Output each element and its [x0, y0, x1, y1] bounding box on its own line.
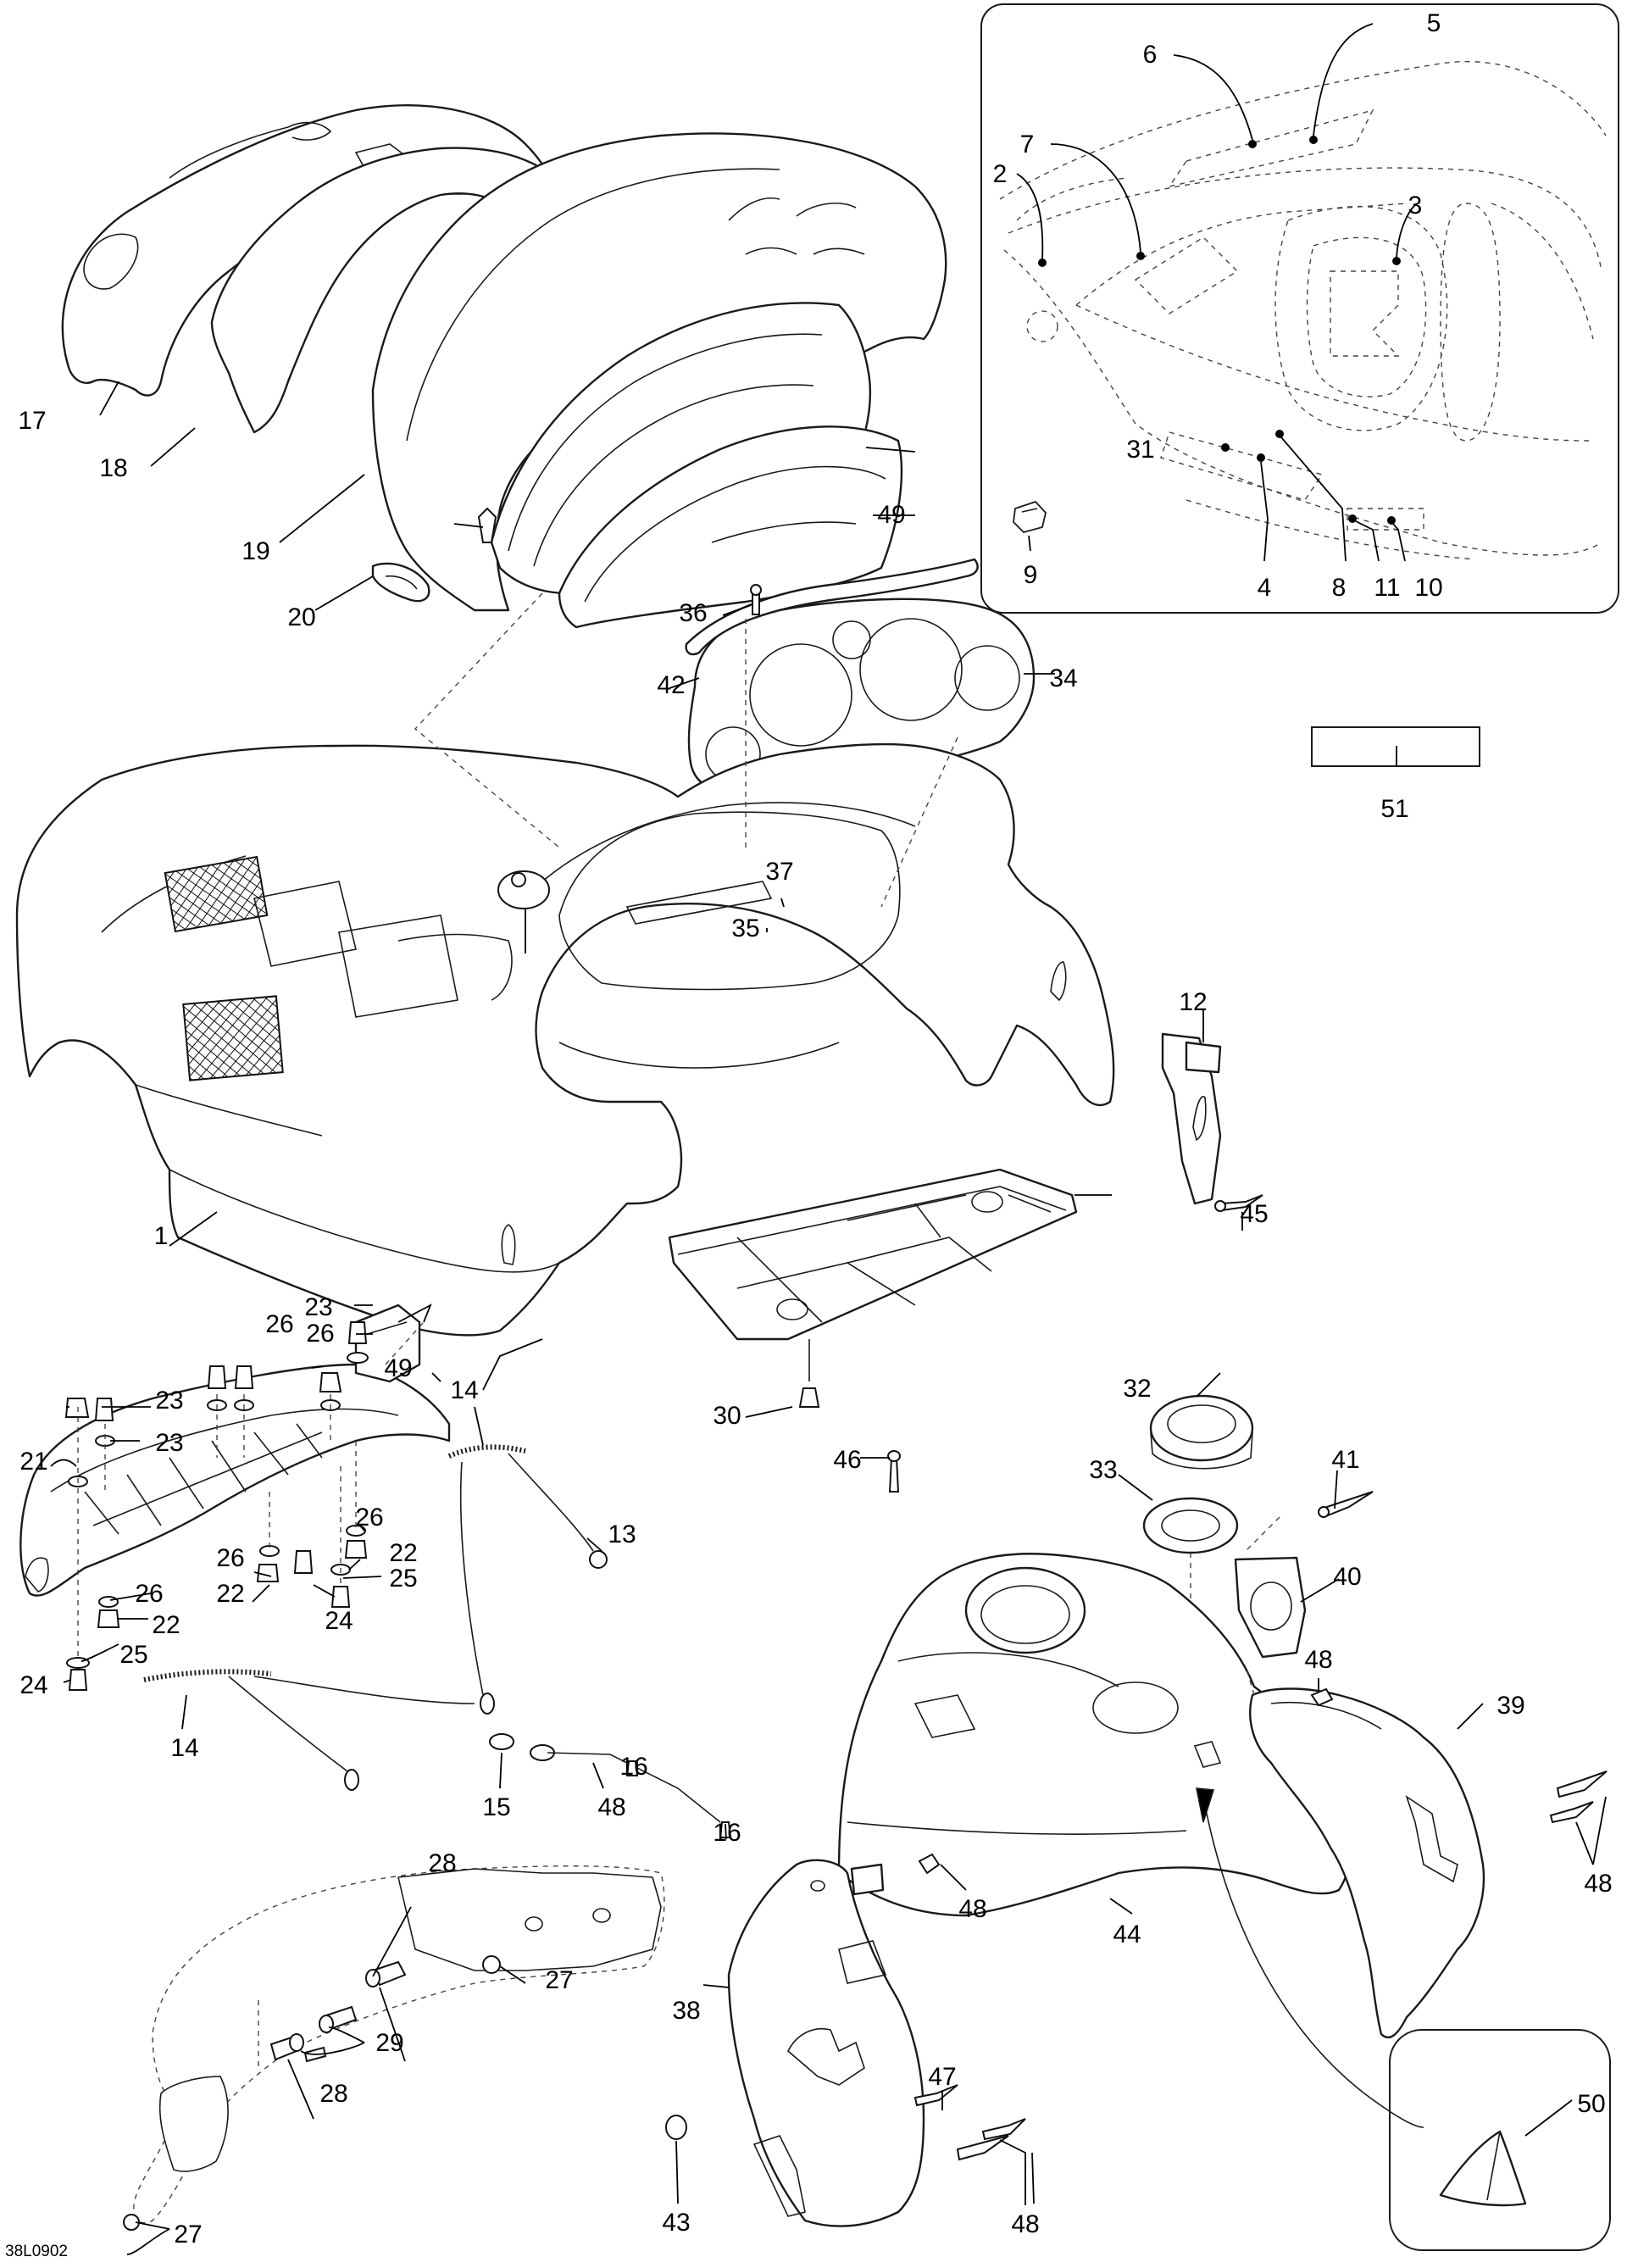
callout-label: 26: [216, 1544, 244, 1572]
callout-label: 32: [1123, 1375, 1151, 1403]
callout-label: 49: [877, 501, 905, 529]
callout-label: 18: [99, 454, 127, 482]
callout-label: 7: [1020, 131, 1035, 158]
decal-detail-inset: [980, 3, 1619, 614]
figure-code: 38L0902: [5, 2243, 68, 2260]
callout-label: 2: [993, 160, 1008, 188]
callout-label: 48: [1304, 1646, 1332, 1674]
callout-label: 24: [325, 1607, 353, 1635]
callout-label: 17: [18, 407, 46, 435]
floor-tray-31: [668, 1168, 1078, 1408]
callout-label: 22: [152, 1611, 180, 1639]
callout-label: 11: [1374, 574, 1400, 602]
callout-label: 43: [662, 2209, 690, 2237]
callout-label: 1: [154, 1222, 169, 1250]
rear-fender-piece: [123, 1865, 665, 2231]
callout-label: 48: [1584, 1870, 1612, 1898]
callout-label: 15: [482, 1793, 510, 1821]
storage-bin-assembly: [665, 1394, 1608, 2227]
callout-label: 6: [1143, 41, 1158, 69]
bolt-stack-hardware: [64, 1321, 369, 1691]
callout-label: 51: [1380, 795, 1408, 823]
callout-label: 20: [287, 603, 315, 631]
callout-labels: 1 2 3 4 5 6 7 8 9 10 11 12 13 14 14 15 1…: [5, 9, 1613, 2260]
callout-label: 4: [1258, 574, 1272, 602]
callout-label: 26: [265, 1310, 293, 1338]
callout-label: 30: [713, 1402, 741, 1430]
label-54: [1311, 726, 1480, 767]
callout-label: 48: [958, 1895, 986, 1923]
callout-label: 33: [1089, 1456, 1117, 1484]
callout-label: 38: [672, 1997, 700, 2025]
callout-label: 19: [242, 537, 269, 565]
callout-label: 21: [19, 1448, 47, 1476]
callout-label: 36: [679, 599, 707, 627]
callout-label: 16: [713, 1819, 741, 1847]
callout-label: 10: [1414, 574, 1442, 602]
callout-label: 23: [304, 1293, 332, 1321]
callout-label: 45: [1240, 1200, 1268, 1228]
callout-label: 27: [545, 1966, 573, 1994]
callout-label: 25: [119, 1641, 147, 1669]
callout-label: 34: [1049, 664, 1077, 692]
callout-label: 48: [1011, 2210, 1039, 2238]
storage-tray-and-pad: [477, 302, 903, 629]
callout-label: 48: [597, 1793, 625, 1821]
callout-label: 12: [1179, 988, 1207, 1016]
callout-label: 40: [1333, 1563, 1361, 1591]
callout-label: 28: [319, 2080, 347, 2108]
callout-label: 44: [1113, 1921, 1141, 1948]
detail-inset-53: [1389, 2029, 1611, 2251]
callout-label: 14: [450, 1376, 478, 1404]
main-front-cowl: [15, 742, 1115, 1337]
callout-label: 24: [19, 1671, 47, 1699]
callout-label: 37: [765, 858, 793, 886]
callout-label: 22: [216, 1580, 244, 1608]
callout-label: 16: [619, 1753, 647, 1781]
callout-label: 26: [355, 1504, 383, 1531]
callout-label: 28: [428, 1849, 456, 1877]
callout-label: 47: [928, 2063, 956, 2091]
callout-label: 22: [389, 1539, 417, 1567]
callout-label: 14: [170, 1734, 198, 1762]
callout-label: 46: [833, 1446, 861, 1474]
callout-label: 8: [1332, 574, 1347, 602]
front-bumper-bracket: [19, 1304, 451, 1597]
callout-label: 23: [155, 1429, 183, 1457]
callout-label: 42: [657, 671, 685, 699]
assembly-centre-lines: [385, 592, 958, 1365]
callout-label: 29: [375, 2029, 403, 2057]
gauge-bezel: [685, 558, 1036, 795]
callout-label: 13: [608, 1520, 636, 1548]
callout-label: 27: [174, 2221, 202, 2249]
callout-label: 49: [384, 1354, 412, 1382]
callout-label: 23: [155, 1387, 183, 1415]
callout-label: 26: [306, 1320, 334, 1348]
callout-label: 25: [389, 1565, 417, 1593]
callout-label: 41: [1331, 1446, 1359, 1474]
callout-label: 9: [1024, 561, 1038, 589]
callout-label: 3: [1408, 192, 1423, 220]
leader-lines: [50, 23, 1607, 2255]
callout-label: 26: [135, 1580, 163, 1608]
bracket-12: [1161, 1032, 1263, 1212]
callout-label: 35: [731, 914, 759, 942]
callout-label: 31: [1126, 436, 1154, 464]
callout-label: 5: [1427, 9, 1441, 37]
callout-label: 50: [1577, 2090, 1605, 2118]
callout-label: 39: [1497, 1692, 1524, 1720]
